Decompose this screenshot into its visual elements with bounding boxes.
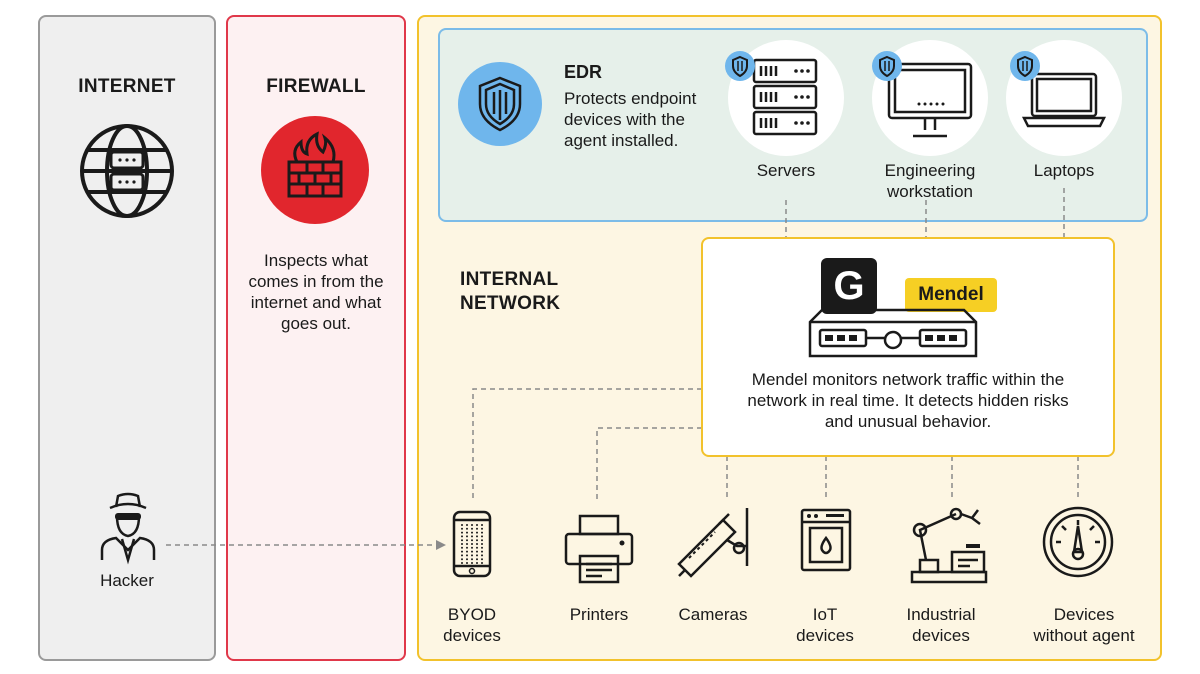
no-agent-label: Devices without agent [1033, 605, 1135, 645]
hacker-label: Hacker [100, 571, 154, 590]
iot-label: IoT devices [796, 605, 854, 645]
internal-network-title: INTERNAL NETWORK [460, 269, 561, 314]
laptop-icon [1021, 72, 1107, 128]
shield-icon [458, 62, 542, 146]
workstation-label: Engineering workstation [884, 161, 976, 201]
laptops-label: Laptops [1033, 161, 1095, 180]
internet-title: INTERNET [78, 76, 176, 97]
mendel-badge: Mendel [905, 278, 997, 312]
connector-byod [472, 388, 702, 500]
printer-icon [564, 514, 634, 584]
network-appliance-icon [808, 308, 978, 358]
workstation-shield-badge-icon [872, 51, 902, 81]
iot-device-icon [800, 508, 852, 572]
edr-title: EDR [564, 62, 603, 82]
byod-label: BYOD devices [443, 605, 501, 645]
laptops-shield-badge-icon [1010, 51, 1040, 81]
mendel-logo-letter: G [833, 264, 865, 308]
server-icon [752, 58, 818, 136]
mendel-box [701, 237, 1115, 457]
firewall-icon [261, 116, 369, 224]
servers-shield-badge-icon [725, 51, 755, 81]
cameras-label: Cameras [678, 605, 748, 624]
arrow-head [436, 540, 446, 550]
firewall-description: Inspects what comes in from the internet… [248, 251, 384, 333]
edr-description: Protects endpoint devices with the agent… [564, 89, 697, 150]
firewall-title: FIREWALL [266, 76, 366, 97]
monitor-icon [887, 62, 973, 138]
gauge-icon [1042, 506, 1114, 578]
mendel-logo: G [821, 258, 877, 314]
industrial-label: Industrial devices [906, 605, 976, 645]
camera-icon [677, 508, 749, 578]
servers-label: Servers [756, 161, 816, 180]
robot-arm-icon [910, 507, 988, 584]
mendel-description: Mendel monitors network traffic within t… [747, 370, 1069, 431]
connector-printers [596, 427, 702, 500]
printers-label: Printers [569, 605, 629, 624]
phone-icon [452, 510, 492, 578]
globe-icon [80, 124, 174, 218]
hacker-icon [100, 492, 156, 565]
